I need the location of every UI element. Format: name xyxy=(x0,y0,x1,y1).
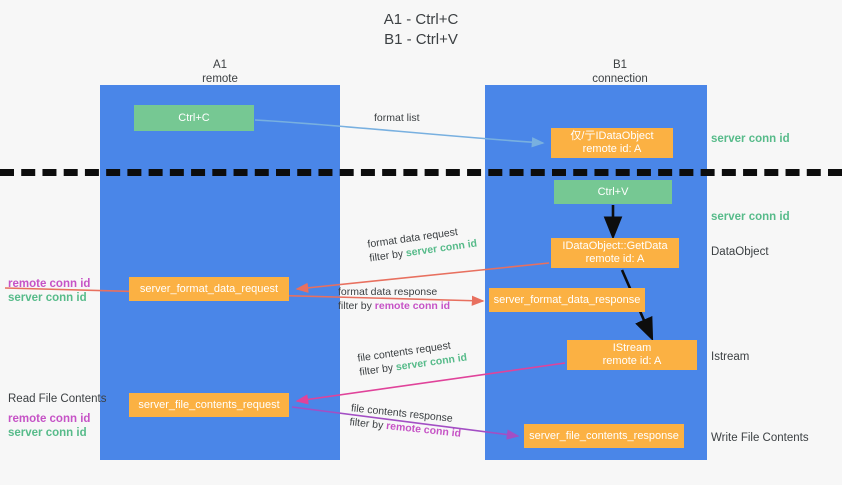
annotation-write-file-contents: Write File Contents xyxy=(711,432,809,444)
edge-caption-file-contents-response: file contents response filter by remote … xyxy=(349,401,463,441)
edge-format-data-response-filter: filter by remote conn id xyxy=(338,299,450,313)
box-idataobject-label: 仅/亍IDataObject xyxy=(570,130,654,142)
box-idataobject-remote-id: remote id: A xyxy=(582,143,642,155)
box-server-file-contents-response[interactable]: server_file_contents_response xyxy=(524,424,684,448)
box-ctrl-v[interactable]: Ctrl+V xyxy=(554,180,672,204)
box-getdata-label: IDataObject::GetData xyxy=(562,240,668,252)
filter-prefix: filter by xyxy=(368,247,407,265)
box-file-contents-response-label: server_file_contents_response xyxy=(529,429,679,442)
annotation-server-conn-id: server conn id xyxy=(8,292,87,304)
lane-b1-name: B1 xyxy=(612,59,628,71)
filter-prefix: filter by xyxy=(358,361,397,379)
annotation-server-conn-id-top: server conn id xyxy=(711,133,790,145)
lane-header-a1: A1 remote xyxy=(130,58,310,86)
title-line-2: B1 - Ctrl+V xyxy=(384,31,458,48)
box-ctrl-c-label: Ctrl+C xyxy=(178,111,210,124)
annotation-read-file-contents: Read File Contents xyxy=(8,393,107,405)
box-server-format-data-request[interactable]: server_format_data_request xyxy=(129,277,289,301)
lane-a1-subtitle: remote xyxy=(202,73,238,85)
box-idataobject[interactable]: 仅/亍IDataObject remote id: A xyxy=(551,128,673,158)
annotation-server-conn-id: server conn id xyxy=(8,427,87,439)
box-ctrl-v-label: Ctrl+V xyxy=(597,185,629,198)
box-getdata-remote-id: remote id: A xyxy=(585,253,645,265)
annotation-conn-id-pair-bottom: remote conn id server conn id xyxy=(8,412,90,440)
lane-header-b1: B1 connection xyxy=(530,58,710,86)
annotation-remote-conn-id: remote conn id xyxy=(8,413,91,425)
diagram-title: A1 - Ctrl+C B1 - Ctrl+V xyxy=(0,10,842,50)
box-file-contents-request-label: server_file_contents_request xyxy=(138,398,280,411)
box-istream-label: IStream xyxy=(612,342,652,354)
box-ctrl-c[interactable]: Ctrl+C xyxy=(134,105,254,131)
box-istream-remote-id: remote id: A xyxy=(602,355,662,367)
annotation-istream: Istream xyxy=(711,351,750,363)
filter-prefix: filter by xyxy=(338,300,375,312)
edge-format-data-response-text: format data response xyxy=(338,286,438,298)
edge-caption-format-data-response: format data response filter by remote co… xyxy=(338,285,450,313)
box-server-file-contents-request[interactable]: server_file_contents_request xyxy=(129,393,289,417)
box-server-format-data-response[interactable]: server_format_data_response xyxy=(489,288,645,312)
edge-caption-format-data-request: format data request filter by server con… xyxy=(367,223,478,266)
box-format-data-request-label: server_format_data_request xyxy=(139,282,279,295)
filter-value-remote-conn-id: remote conn id xyxy=(374,300,451,312)
title-line-1: A1 - Ctrl+C xyxy=(383,11,459,28)
lane-b1-subtitle: connection xyxy=(592,73,648,85)
dashed-divider xyxy=(0,169,842,176)
annotation-dataobject: DataObject xyxy=(711,246,769,258)
edge-format-list-text: format list xyxy=(374,112,420,124)
box-idataobject-getdata[interactable]: IDataObject::GetData remote id: A xyxy=(551,238,679,268)
edge-caption-file-contents-request: file contents request filter by server c… xyxy=(357,337,468,380)
box-format-data-response-label: server_format_data_response xyxy=(493,293,641,306)
annotation-server-conn-id-mid: server conn id xyxy=(711,211,790,223)
lane-a1-name: A1 xyxy=(212,59,228,71)
filter-prefix: filter by xyxy=(348,416,387,432)
annotation-remote-conn-id: remote conn id xyxy=(8,278,91,290)
box-istream[interactable]: IStream remote id: A xyxy=(567,340,697,370)
edge-caption-format-list: format list xyxy=(374,111,420,125)
annotation-conn-id-pair-top: remote conn id server conn id xyxy=(8,277,90,305)
